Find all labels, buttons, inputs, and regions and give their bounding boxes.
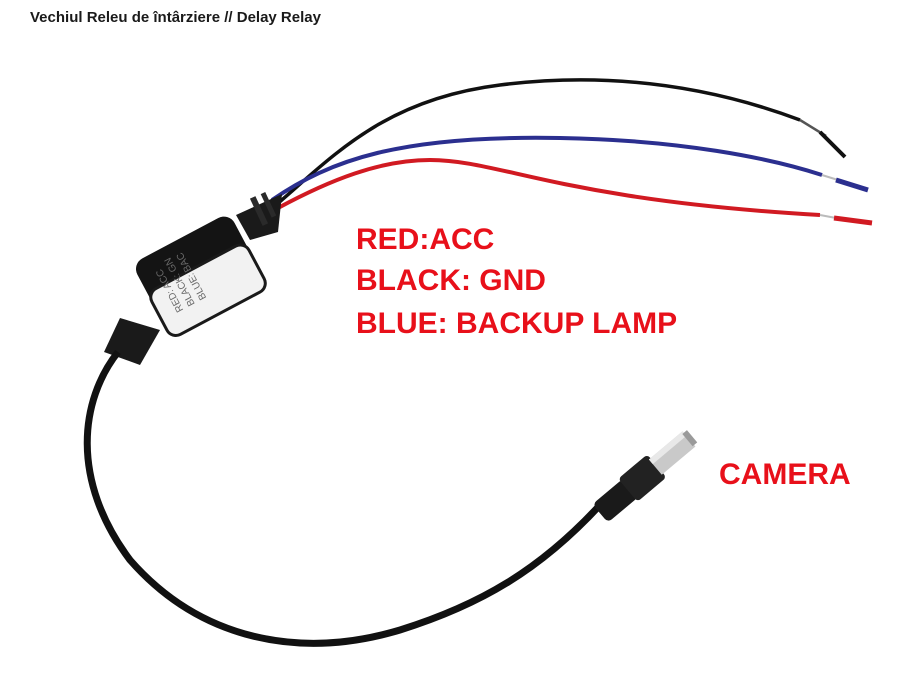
red-wire-label: RED:ACC	[356, 223, 495, 256]
blue-wire-label: BLUE: BACKUP LAMP	[356, 307, 678, 340]
dc-connector	[594, 430, 698, 521]
camera-cable	[83, 349, 603, 647]
relay-box	[136, 216, 267, 338]
camera-label: CAMERA	[719, 458, 851, 491]
black-wire-label: BLACK: GND	[356, 264, 546, 297]
black-wire	[268, 78, 847, 212]
blue-wire	[270, 135, 869, 202]
page-title: Vechiul Releu de întârziere // Delay Rel…	[30, 9, 321, 26]
red-wire	[277, 157, 873, 226]
wire-strain-relief	[236, 191, 282, 240]
